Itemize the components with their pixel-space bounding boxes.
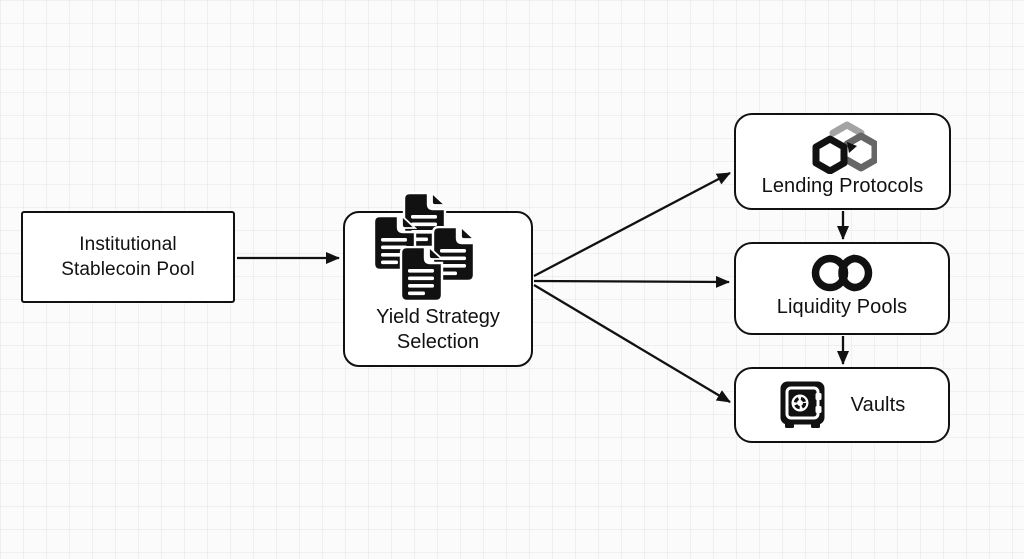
vault-safe-icon [780, 381, 825, 428]
label-line-1: Yield Strategy [376, 305, 500, 328]
edge-strategy-to-lending [533, 171, 731, 278]
label-line-2: Stablecoin Pool [61, 259, 195, 280]
edge-strategy-to-liquidity [533, 275, 730, 288]
label-line-1: Institutional [79, 233, 177, 255]
node-label: Vaults [850, 393, 906, 416]
node-vaults: Vaults [734, 367, 950, 443]
interlocked-hexagons-icon [812, 121, 877, 174]
node-liquidity-pools: Liquidity Pools [734, 242, 950, 335]
documents-stack-icon [363, 190, 489, 308]
node-institutional-stablecoin-pool: Institutional Stablecoin Pool [21, 211, 235, 303]
node-label: Yield Strategy Selection [376, 305, 500, 365]
document-icon [431, 226, 476, 282]
document-icon [399, 246, 444, 302]
edge-strategy-to-vaults [533, 284, 731, 403]
node-label: Institutional Stablecoin Pool [61, 232, 195, 282]
label-line-2: Selection [396, 331, 480, 354]
node-label: Liquidity Pools [776, 296, 908, 318]
node-lending-protocols: Lending Protocols [734, 113, 951, 210]
node-label: Lending Protocols [761, 175, 924, 197]
interlocked-circles-icon [811, 254, 873, 292]
